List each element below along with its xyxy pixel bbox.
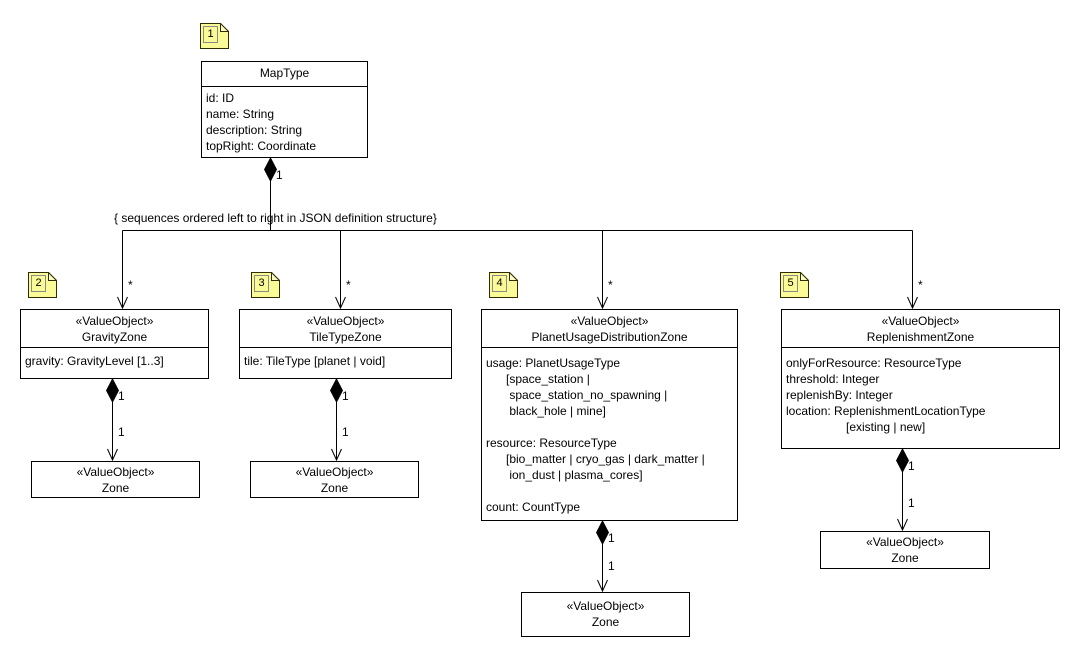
multiplicity-label: * [608,278,613,292]
attribute-line: [bio_matter | cryo_gas | dark_matter | [486,452,705,466]
arrowhead-icon [907,296,918,310]
class-header: «ValueObject» Zone [821,532,989,566]
attribute-line: tile: TileType [planet | void] [244,354,386,368]
class-stereotype: «ValueObject» [866,535,944,549]
class-header: «ValueObject» PlanetUsageDistributionZon… [482,310,737,348]
multiplicity-label: 1 [908,459,915,473]
multiplicity-label: 1 [118,389,125,403]
attribute-line: onlyForResource: ResourceType [786,356,962,370]
class-box-planetusagedistributionzone: «ValueObject» PlanetUsageDistributionZon… [481,309,738,521]
arrowhead-icon [597,296,608,310]
attribute-line: threshold: Integer [786,372,880,386]
note-number: 4 [492,275,507,292]
class-header: «ValueObject» ReplenishmentZone [782,310,1059,348]
note-number: 3 [254,275,269,292]
multiplicity-label: 1 [342,389,349,403]
class-name: Zone [891,551,919,565]
multiplicity-label: 1 [276,168,283,182]
note-2: 2 [28,272,57,298]
class-name: ReplenishmentZone [866,330,975,344]
arrowhead-icon [107,448,118,462]
attribute-line: count: CountType [486,500,581,514]
multiplicity-label: * [128,278,133,292]
multiplicity-label: * [346,278,351,292]
class-attributes: id: ID name: String description: String … [202,87,367,154]
note-1: 1 [200,23,229,49]
note-number: 2 [31,275,46,292]
class-name: Zone [101,481,130,495]
class-header: «ValueObject» GravityZone [21,310,208,348]
class-box-zone: «ValueObject» Zone [521,592,690,637]
note-5: 5 [780,272,809,298]
constraint-label: { sequences ordered left to right in JSO… [114,211,437,225]
composition-diamond-icon [896,448,909,473]
attribute-line [486,419,737,435]
class-name: PlanetUsageDistributionZone [531,330,688,344]
class-name: Zone [320,481,349,495]
class-header: «ValueObject» TileTypeZone [240,310,451,348]
class-stereotype: «ValueObject» [881,314,960,328]
attribute-line: black_hole | mine] [486,404,606,418]
note-number: 5 [783,275,798,292]
composition-diamond-icon [264,157,277,182]
class-header: «ValueObject» Zone [32,462,199,496]
class-box-maptype: MapType id: ID name: String description:… [201,61,368,158]
attribute-line [486,483,737,499]
attribute-line: topRight: Coordinate [206,139,317,153]
multiplicity-label: * [918,278,923,292]
note-3: 3 [251,272,280,298]
composition-diamond-icon [596,520,609,545]
attribute-line: usage: PlanetUsageType [486,356,621,370]
attribute-line: id: ID [206,91,235,105]
attribute-line: description: String [206,123,303,137]
multiplicity-label: 1 [118,425,125,439]
attribute-line: [space_station | [486,372,590,386]
multiplicity-label: 1 [342,425,349,439]
class-box-gravityzone: «ValueObject» GravityZone gravity: Gravi… [20,309,209,379]
multiplicity-label: 1 [908,496,915,510]
arrowhead-icon [897,518,908,532]
attribute-line: location: ReplenishmentLocationType [786,404,986,418]
note-number: 1 [203,26,218,43]
arrowhead-icon [597,579,608,593]
attribute-line: [existing | new] [786,420,926,434]
attribute-line: resource: ResourceType [486,436,617,450]
class-name: Zone [591,615,620,629]
arrowhead-icon [331,448,342,462]
class-name: TileTypeZone [309,330,382,344]
class-attributes: usage: PlanetUsageType [space_station | … [482,348,737,515]
class-stereotype: «ValueObject» [76,465,155,479]
class-box-zone: «ValueObject» Zone [250,461,419,498]
class-header: «ValueObject» Zone [522,593,689,630]
class-stereotype: «ValueObject» [295,465,374,479]
class-stereotype: «ValueObject» [566,599,645,613]
composition-diamond-icon [106,378,119,403]
class-box-zone: «ValueObject» Zone [31,461,200,498]
class-stereotype: «ValueObject» [570,314,649,328]
composition-diamond-icon [330,378,343,403]
multiplicity-label: 1 [608,559,615,573]
class-header: MapType [202,62,367,87]
arrowhead-icon [335,296,346,310]
class-name: MapType [259,66,310,80]
class-box-tiletypezone: «ValueObject» TileTypeZone tile: TileTyp… [239,309,452,379]
class-attributes: tile: TileType [planet | void] [240,348,451,369]
class-attributes: onlyForResource: ResourceType threshold:… [782,348,1059,435]
class-box-replenishmentzone: «ValueObject» ReplenishmentZone onlyForR… [781,309,1060,449]
attribute-line: gravity: GravityLevel [1..3] [25,354,164,368]
attribute-line: name: String [206,107,275,121]
attribute-line: replenishBy: Integer [786,388,893,402]
class-header: «ValueObject» Zone [251,462,418,496]
attribute-line: space_station_no_spawning | [486,388,668,402]
class-box-zone: «ValueObject» Zone [820,531,990,569]
multiplicity-label: 1 [608,531,615,545]
attribute-line: ion_dust | plasma_cores] [486,468,643,482]
arrowhead-icon [117,296,128,310]
class-stereotype: «ValueObject» [306,314,385,328]
class-name: GravityZone [81,330,148,344]
class-attributes: gravity: GravityLevel [1..3] [21,348,208,369]
class-stereotype: «ValueObject» [75,314,154,328]
note-4: 4 [489,272,518,298]
